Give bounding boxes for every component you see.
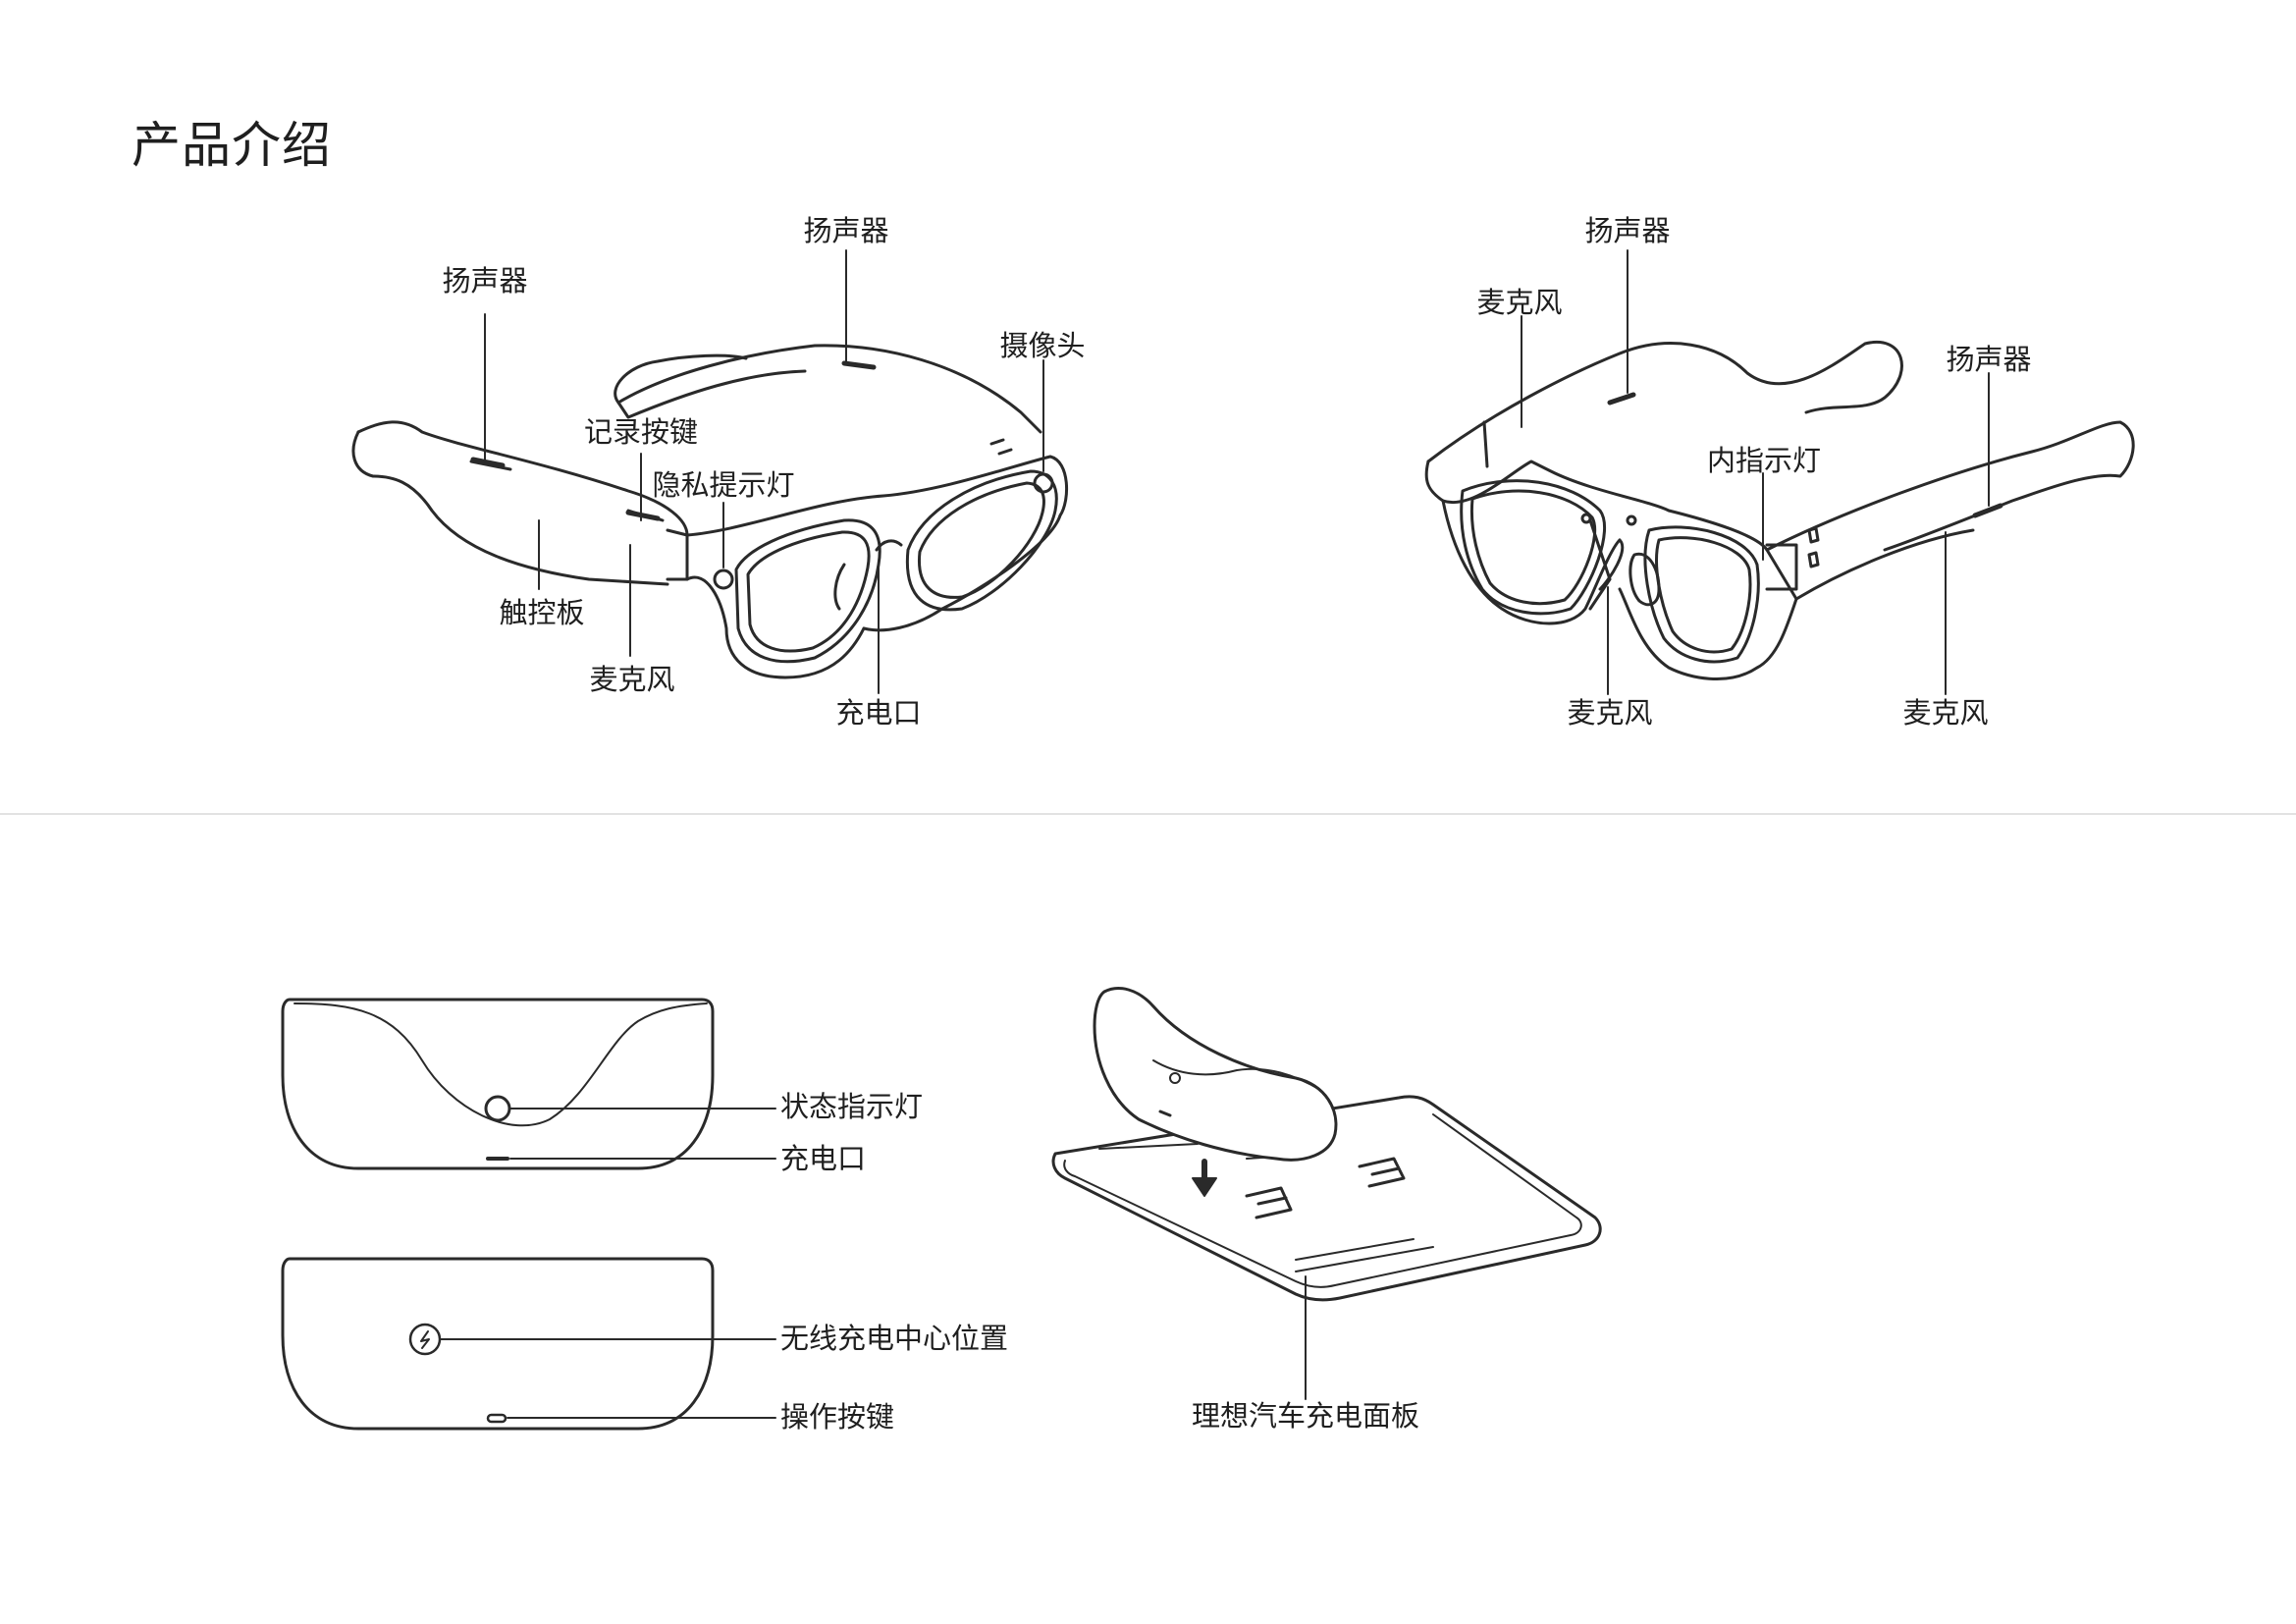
- section-divider: [0, 813, 2296, 815]
- glasses-front-illustration: [351, 249, 1069, 694]
- label-camera: 摄像头: [999, 329, 1086, 362]
- label-charging-port: 充电口: [835, 696, 922, 730]
- label-touchpad: 触控板: [499, 596, 585, 629]
- label-car-panel: 理想汽车充电面板: [1191, 1399, 1420, 1433]
- label-wireless-center: 无线充电中心位置: [780, 1322, 1009, 1355]
- label-back-speaker-right: 扬声器: [1946, 343, 2032, 376]
- case-front-illustration: [281, 998, 776, 1170]
- label-back-microphone-top: 麦克风: [1476, 286, 1563, 319]
- label-speaker-left: 扬声器: [442, 264, 528, 298]
- charging-panel-illustration: [1051, 987, 1602, 1400]
- label-speaker-top: 扬声器: [803, 214, 889, 247]
- label-operation-button: 操作按键: [780, 1400, 895, 1434]
- label-microphone: 麦克风: [589, 663, 675, 696]
- label-back-microphone-right: 麦克风: [1902, 696, 1989, 730]
- label-case-charging-port: 充电口: [780, 1142, 867, 1175]
- case-back-illustration: [281, 1257, 776, 1431]
- label-privacy-light: 隐私提示灯: [652, 468, 795, 502]
- label-status-light: 状态指示灯: [780, 1090, 924, 1123]
- page-title: 产品介绍: [132, 117, 332, 174]
- label-back-speaker-top: 扬声器: [1584, 214, 1671, 247]
- label-back-microphone-left: 麦克风: [1567, 696, 1653, 730]
- label-inner-indicator: 内指示灯: [1706, 444, 1822, 477]
- glasses-back-illustration: [1424, 249, 2135, 695]
- label-record-button: 记录按键: [583, 415, 699, 449]
